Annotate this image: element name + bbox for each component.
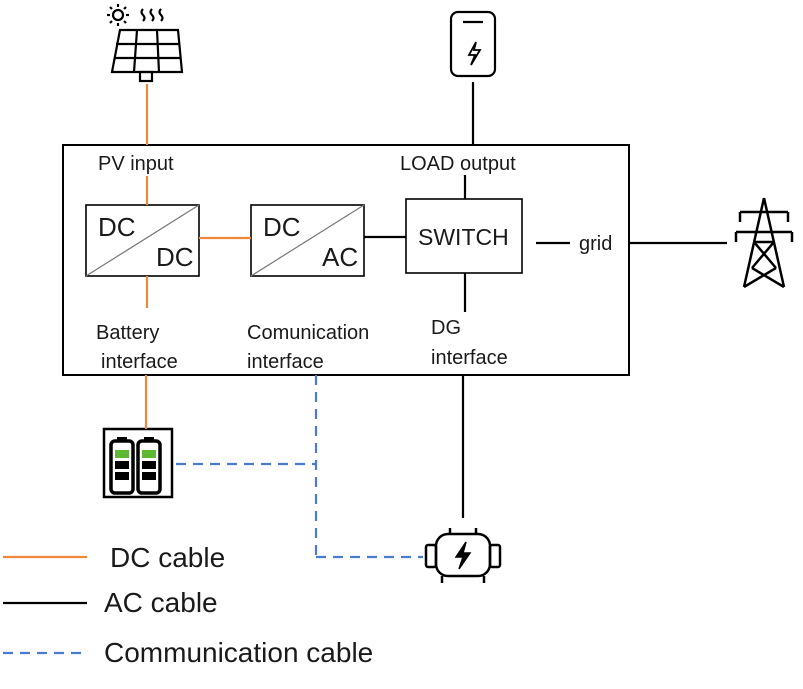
transmission-tower-icon [734, 197, 794, 289]
comm-interface-label-2: interface [247, 351, 324, 373]
legend-comm-label: Communication cable [104, 637, 373, 668]
dc-cables [144, 84, 251, 429]
load-panel-icon [449, 10, 497, 78]
pv-input-label: PV input [98, 153, 174, 175]
dcdc-top-label: DC [98, 212, 136, 242]
battery-interface-label-1: Battery [96, 322, 159, 344]
comm-cables [176, 375, 423, 559]
ac-cables [364, 82, 727, 518]
dg-interface-label-1: DG [431, 317, 461, 339]
dcdc-bottom-label: DC [156, 242, 194, 272]
battery-interface-label-2: interface [101, 351, 178, 373]
legend-dc-label: DC cable [110, 542, 225, 573]
grid-label: grid [579, 233, 612, 255]
legend: DC cable AC cable Communication cable [3, 542, 373, 668]
solar-panel-icon [107, 4, 184, 83]
legend-ac-label: AC cable [104, 587, 218, 618]
dcac-bottom-label: AC [322, 242, 358, 272]
dg-interface-label-2: interface [431, 347, 508, 369]
dcdc-block [85, 204, 200, 277]
generator-icon [424, 528, 502, 583]
battery-icon [102, 427, 174, 499]
dcac-top-label: DC [263, 212, 301, 242]
switch-label: SWITCH [418, 224, 509, 250]
load-output-label: LOAD output [400, 153, 516, 175]
inverter-enclosure [62, 144, 630, 376]
comm-interface-label-1: Comunication [247, 322, 369, 344]
dcac-block [250, 204, 365, 277]
